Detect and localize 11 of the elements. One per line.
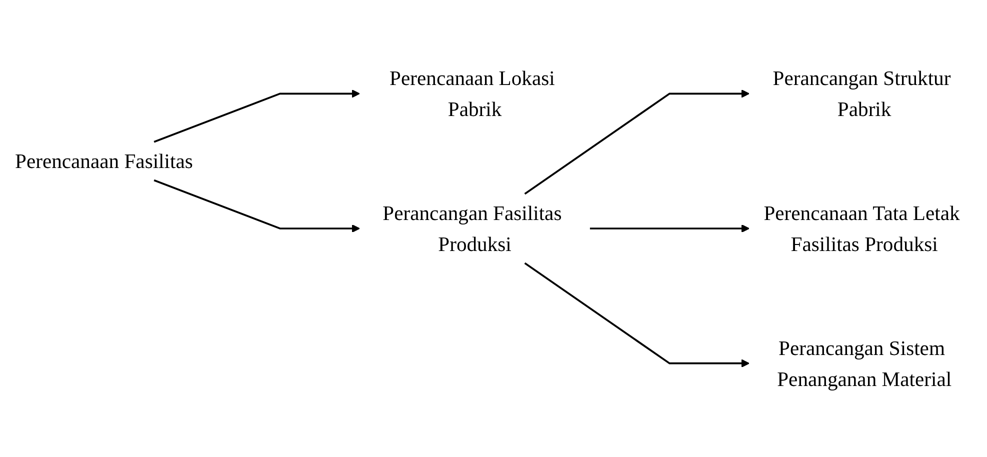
node-text: Perancangan Sistem Penanganan Material [777, 336, 952, 391]
arrow [154, 90, 360, 143]
arrow [524, 262, 750, 368]
arrow [524, 90, 750, 195]
node-text: Perencanaan Lokasi Pabrik [390, 66, 555, 121]
arrow [154, 179, 360, 233]
node-text: Perancangan Struktur Pabrik [772, 66, 951, 121]
arrow [590, 224, 750, 233]
node-text: Perancangan Fasilitas Produksi [382, 201, 562, 256]
node-text: Perencanaan Tata Letak Fasilitas Produksi [764, 201, 960, 256]
node-text: Perencanaan Fasilitas [14, 149, 193, 173]
